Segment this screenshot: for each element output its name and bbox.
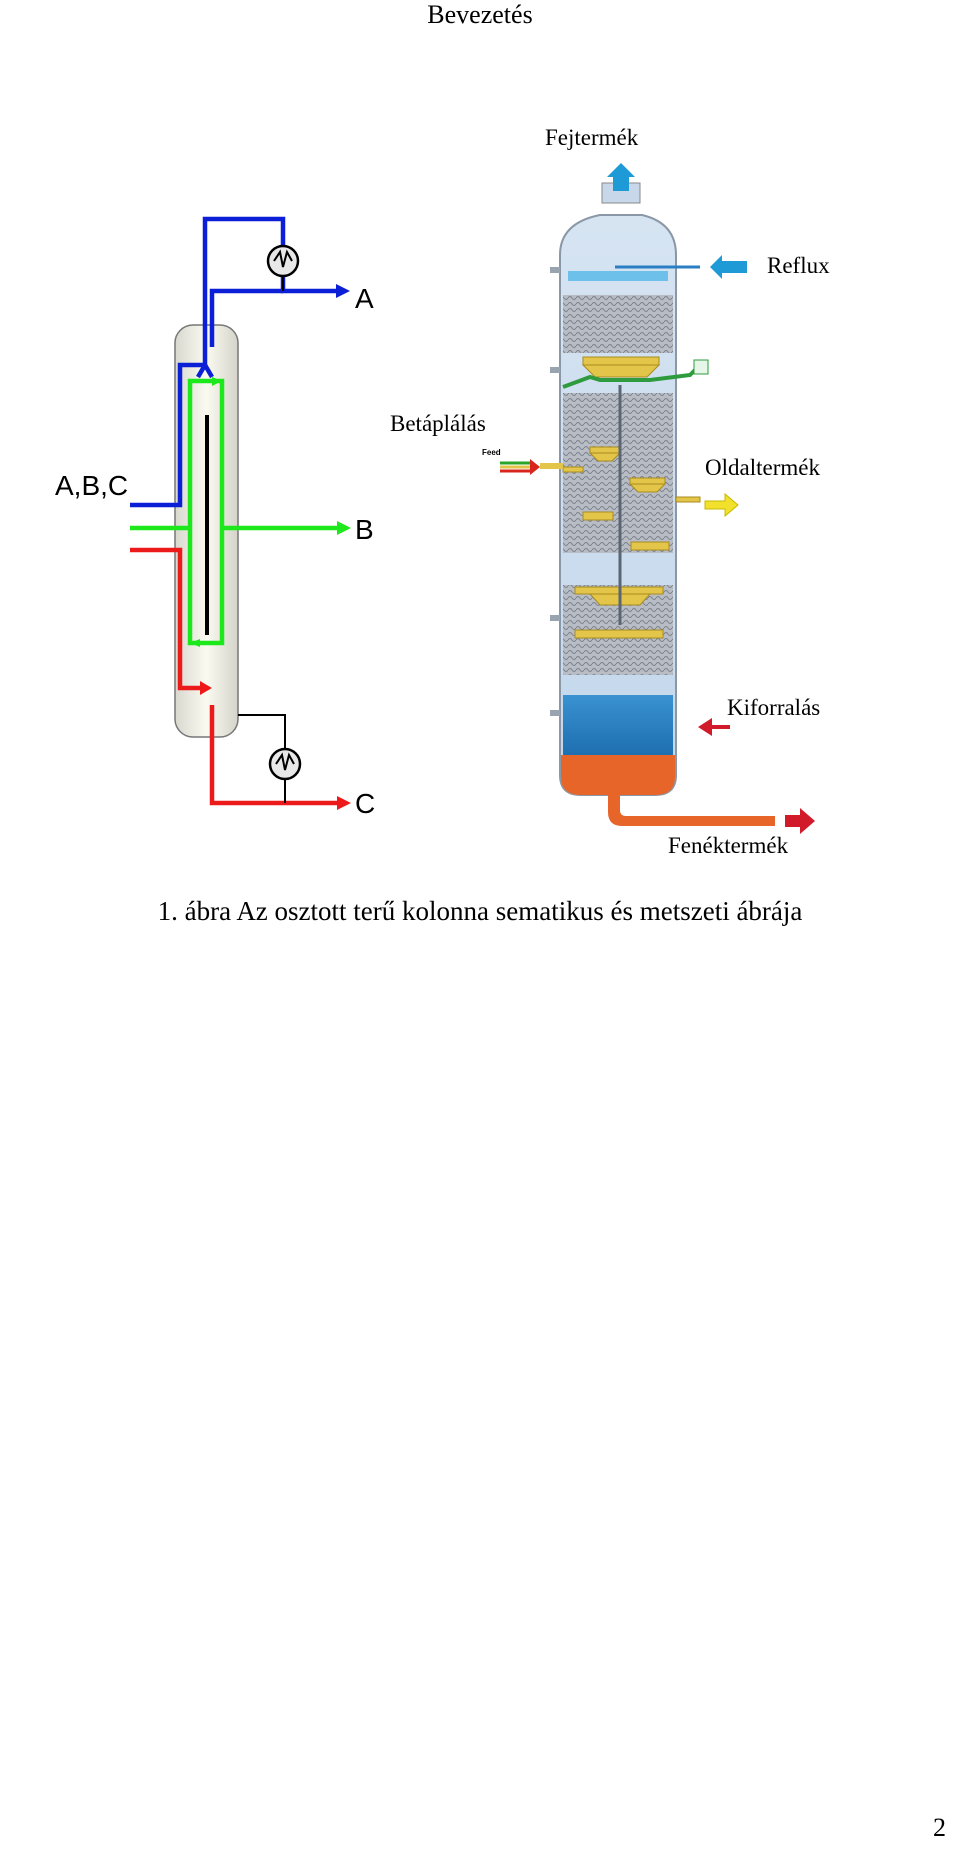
column-figure: A,B,C A B C (55, 125, 830, 858)
label-feed: A,B,C (55, 470, 128, 501)
label-reboil: Kiforralás (727, 695, 820, 720)
label-side-product: Oldaltermék (705, 455, 820, 480)
label-reflux: Reflux (767, 253, 830, 278)
reflux-distributor (568, 271, 668, 281)
label-b: B (355, 514, 374, 545)
condenser-icon (266, 244, 300, 278)
label-c: C (355, 788, 375, 819)
reboiler-icon (268, 747, 302, 781)
arrow-green-bottom (190, 639, 200, 647)
page-number: 2 (933, 1813, 946, 1842)
top-arrow (607, 163, 635, 191)
packing-bed-1 (563, 295, 673, 353)
reflux-arrow (710, 255, 747, 279)
bottom-blue-liquid (563, 695, 673, 755)
label-a: A (355, 283, 374, 314)
feed-arrow (500, 459, 563, 475)
reboil-arrow (698, 718, 730, 736)
side-draw-line (562, 363, 702, 389)
label-bottom-product: Fenéktermék (668, 833, 789, 858)
section-view: Feed Fejtermék Reflux Betáplálás Oldalte… (390, 125, 830, 858)
bottom-arrow (785, 808, 815, 834)
schematic-diagram: A,B,C A B C (55, 216, 375, 819)
arrow-a (336, 284, 350, 298)
page-header: Bevezetés (427, 0, 533, 29)
arrow-c (337, 796, 351, 810)
stream-c (130, 547, 338, 806)
reboiler-lines (238, 275, 286, 803)
bottom-orange-liquid (561, 755, 675, 795)
label-feed-section: Betáplálás (390, 411, 486, 436)
distributors (562, 356, 701, 639)
bottom-outlet (608, 795, 775, 826)
side-product-arrow (704, 492, 739, 518)
feed-arrow-text: Feed (482, 448, 501, 457)
side-nozzles (550, 267, 560, 716)
arrow-red (200, 681, 212, 695)
figure-caption: 1. ábra Az osztott terű kolonna sematiku… (157, 896, 803, 926)
label-top-product: Fejtermék (545, 125, 639, 150)
packing-bed-2 (563, 393, 673, 553)
side-valve-icon (693, 359, 709, 375)
arrow-green-top (212, 377, 222, 386)
arrow-b (337, 521, 351, 535)
